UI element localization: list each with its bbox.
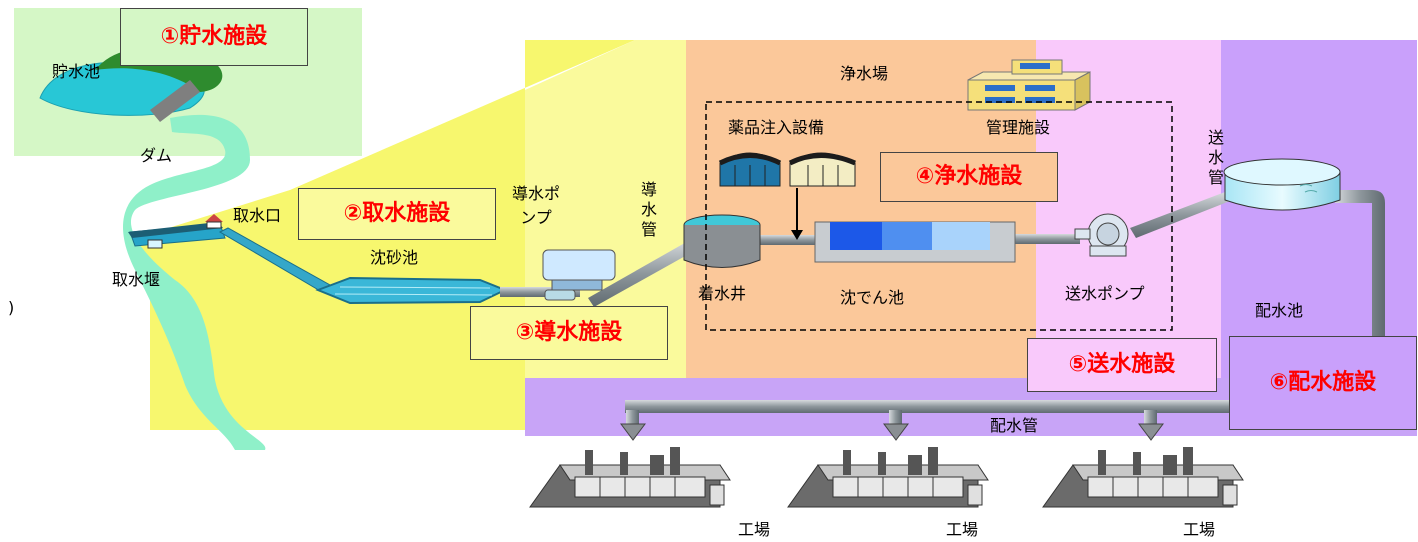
intake-weir-label: 取水堰 — [112, 270, 161, 289]
sedimentation-label: 沈でん池 — [840, 288, 905, 307]
tank-icon — [1223, 158, 1341, 211]
river-shape — [123, 114, 266, 451]
drop-1 — [620, 410, 646, 441]
intake-house-icon — [205, 214, 223, 222]
purification-plant-label: 浄水場 — [840, 64, 889, 83]
weir-top — [128, 222, 223, 238]
pump-base — [551, 279, 603, 291]
drop-2 — [883, 410, 909, 441]
distribution-main-pipe — [625, 400, 1385, 413]
pipe-sed-pump — [1010, 234, 1080, 244]
transmission-pipe — [1130, 192, 1230, 238]
factory-label: 工場 — [738, 520, 771, 539]
dam-label: ダム — [140, 146, 173, 165]
transmission-pump-label: 送水ポンプ — [1065, 284, 1145, 303]
treatment-facility-label: ④浄水施設 — [880, 152, 1058, 202]
sand-basin-icon — [315, 276, 508, 305]
conveyance-pump-label: 導水ポンプ — [511, 184, 560, 227]
sed-cell-1 — [830, 222, 882, 250]
conveyance-facility-label: ③導水施設 — [470, 306, 668, 360]
intake-house-body — [206, 221, 222, 229]
pump-icon — [1074, 213, 1129, 257]
chemical-dosing-label: 薬品注入設備 — [728, 118, 825, 137]
dosing-arrowhead — [791, 230, 803, 240]
pipe-well-sed — [760, 235, 820, 245]
plant-boundary — [705, 101, 1173, 331]
distribution-zone — [1221, 40, 1417, 378]
intake-port-label: 取水口 — [233, 206, 282, 225]
intake-gate — [147, 239, 163, 249]
reservoir-label: 貯水池 — [52, 62, 101, 81]
storage-facility-label: ①貯水施設 — [120, 8, 308, 66]
transmission-facility-label: ⑤送水施設 — [1027, 338, 1217, 392]
transmission-pipe-label: 送水管 — [1207, 128, 1224, 187]
building-icon — [967, 59, 1091, 111]
factory-icon — [787, 447, 989, 508]
conveyance-pump-icon — [542, 249, 616, 281]
management-label: 管理施設 — [986, 118, 1051, 137]
factory-icon — [529, 447, 731, 508]
pipe-basin-pump — [500, 287, 580, 297]
sand-basin-label: 沈砂池 — [370, 248, 419, 267]
edge-mark: ) — [8, 298, 15, 317]
conveyance-zone — [525, 40, 686, 430]
receiving-well-label: 着水井 — [698, 284, 747, 303]
conveyance-pipe — [588, 240, 696, 307]
distribution-reservoir-label: 配水池 — [1255, 301, 1304, 320]
factory-icon — [1042, 447, 1244, 508]
sed-cell-3 — [932, 222, 990, 250]
dam-icon — [150, 80, 200, 122]
pump-foot — [544, 289, 576, 301]
chemical-tank-icon — [718, 152, 856, 187]
distribution-pipe-label: 配水管 — [990, 416, 1039, 435]
intake-facility-label: ②取水施設 — [298, 188, 496, 240]
distribution-facility-label: ⑥配水施設 — [1229, 336, 1417, 430]
receiving-well-icon — [683, 225, 761, 268]
sed-cell-2 — [882, 222, 932, 250]
factory-label: 工場 — [946, 520, 979, 539]
factory-label: 工場 — [1183, 520, 1216, 539]
conveyance-pipe-label: 導水管 — [640, 180, 657, 239]
drop-3 — [1138, 410, 1164, 441]
